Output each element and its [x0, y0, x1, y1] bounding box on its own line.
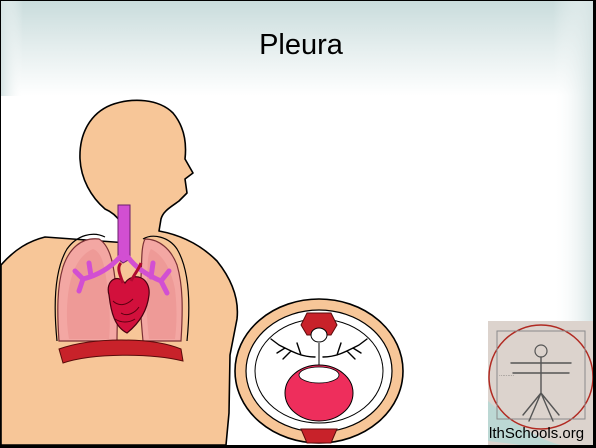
- torso-illustration: [1, 100, 237, 445]
- logo-caption: lthSchools.org: [489, 425, 584, 442]
- svg-text:·········: ·········: [499, 373, 514, 379]
- cross-section-illustration: [235, 299, 403, 443]
- trachea-section: [311, 328, 327, 342]
- vertebra: [301, 429, 337, 443]
- trachea: [118, 205, 130, 263]
